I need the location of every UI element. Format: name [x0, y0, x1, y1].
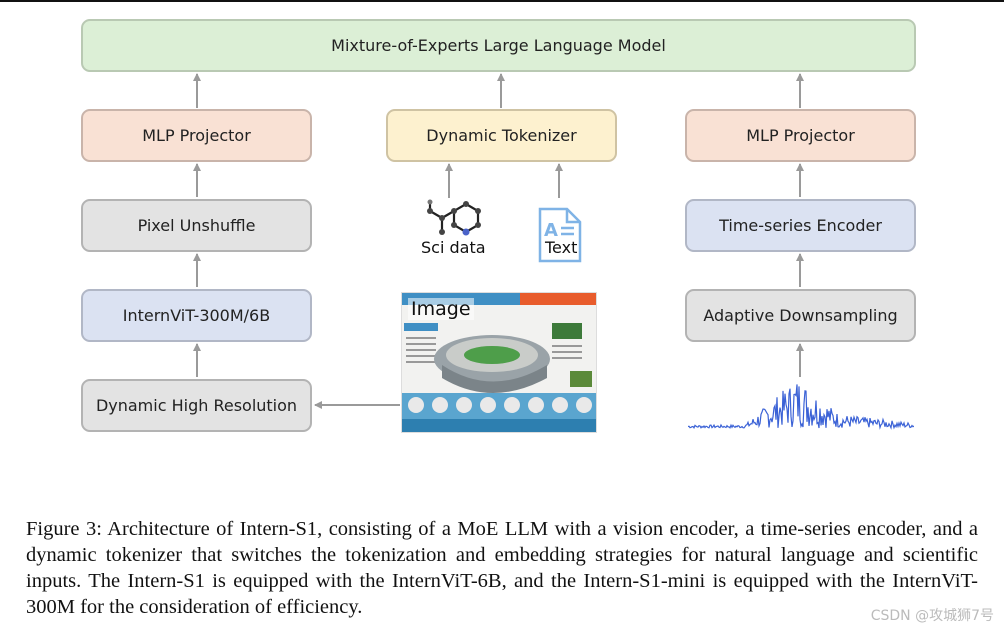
- watermark: CSDN @攻城狮7号: [870, 608, 994, 624]
- waveform-line: [688, 384, 914, 430]
- stadium-graphic: [402, 293, 596, 432]
- image-label: Image: [408, 298, 474, 320]
- figure-caption: Figure 3: Architecture of Intern-S1, con…: [26, 518, 978, 618]
- mlp-projector-left: MLP Projector: [81, 109, 312, 162]
- dynamic-high-resolution-block: Dynamic High Resolution: [81, 379, 312, 432]
- pixel-unshuffle-block: Pixel Unshuffle: [81, 199, 312, 252]
- dynamic-tokenizer-label: Dynamic Tokenizer: [426, 126, 577, 145]
- sci-data-label: Sci data: [421, 238, 486, 257]
- svg-text:A: A: [544, 220, 558, 241]
- waveform-signal: [688, 384, 914, 430]
- dynamic-high-resolution-label: Dynamic High Resolution: [95, 396, 298, 415]
- time-series-encoder-label: Time-series Encoder: [719, 216, 882, 235]
- text-label: Text: [545, 238, 578, 257]
- adaptive-downsampling-label: Adaptive Downsampling: [703, 306, 898, 325]
- adaptive-downsampling-block: Adaptive Downsampling: [685, 289, 916, 342]
- llm-block: Mixture-of-Experts Large Language Model: [81, 19, 916, 72]
- top-rule: [0, 0, 1004, 2]
- stadium-infographic-image: Image: [401, 292, 597, 433]
- document-icon: A: [538, 207, 582, 263]
- pixel-unshuffle-label: Pixel Unshuffle: [137, 216, 256, 235]
- mlp-projector-right: MLP Projector: [685, 109, 916, 162]
- mlp-projector-left-label: MLP Projector: [142, 126, 251, 145]
- internvit-block: InternViT-300M/6B: [81, 289, 312, 342]
- llm-label: Mixture-of-Experts Large Language Model: [331, 36, 666, 55]
- dynamic-tokenizer-block: Dynamic Tokenizer: [386, 109, 617, 162]
- mlp-projector-right-label: MLP Projector: [746, 126, 855, 145]
- time-series-encoder-block: Time-series Encoder: [685, 199, 916, 252]
- internvit-label: InternViT-300M/6B: [122, 306, 271, 325]
- molecule-icon: [427, 199, 481, 236]
